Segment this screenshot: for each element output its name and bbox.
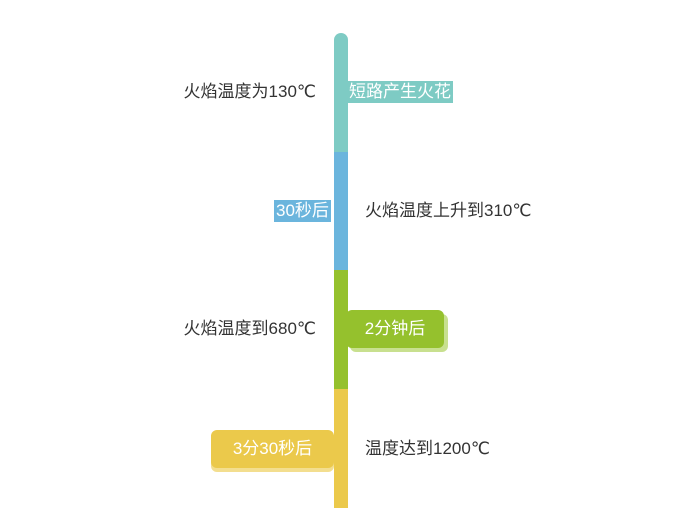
step-2-description: 火焰温度上升到310℃: [365, 201, 532, 220]
step-2-label: 30秒后: [274, 200, 331, 222]
timeline-segment-3: [334, 270, 348, 389]
timeline-segment-1: [334, 33, 348, 152]
timeline-segment-4: [334, 389, 348, 508]
step-1-label: 短路产生火花: [347, 81, 453, 103]
step-3-label: 2分钟后: [346, 310, 444, 348]
step-3-description: 火焰温度到680℃: [183, 319, 316, 338]
step-4-description: 温度达到1200℃: [365, 439, 490, 458]
timeline-segment-2: [334, 152, 348, 270]
step-4-label: 3分30秒后: [211, 430, 334, 468]
step-1-description: 火焰温度为130℃: [183, 82, 316, 101]
